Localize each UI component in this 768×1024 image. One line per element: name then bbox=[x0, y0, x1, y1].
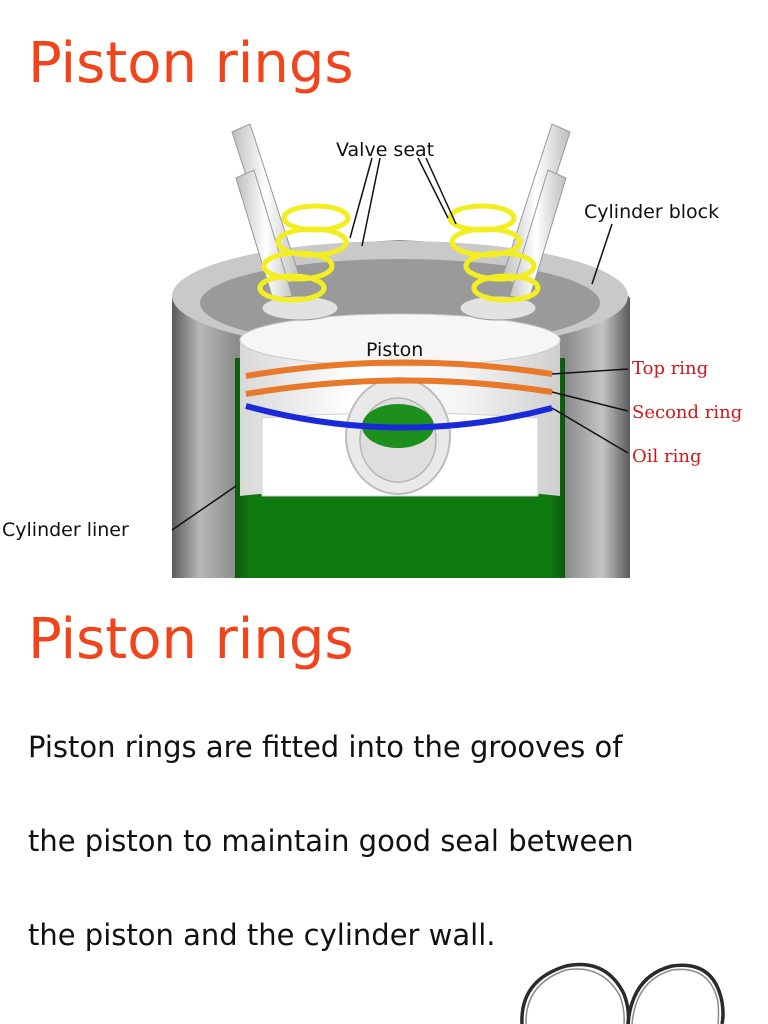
valve-springs bbox=[257, 203, 541, 303]
second-ring bbox=[245, 377, 553, 397]
leader-lines bbox=[171, 157, 629, 531]
piston-rings-photo bbox=[520, 962, 725, 1024]
body-text-line: Piston rings are fitted into the grooves… bbox=[28, 730, 623, 764]
piston-rings-diagram: Valve seat Cylinder block Piston Top rin… bbox=[2, 123, 742, 578]
label-second-ring: Second ring bbox=[632, 402, 742, 423]
slide-title: Piston rings bbox=[28, 31, 354, 96]
top-ring bbox=[245, 359, 553, 379]
label-top-ring: Top ring bbox=[632, 358, 708, 379]
piston bbox=[239, 313, 561, 497]
label-oil-ring: Oil ring bbox=[632, 446, 701, 467]
slide-title: Piston rings bbox=[28, 607, 354, 672]
body-text-line: the piston and the cylinder wall. bbox=[28, 918, 496, 952]
label-valve-seat: Valve seat bbox=[336, 139, 434, 161]
oil-ring bbox=[245, 403, 553, 431]
label-piston: Piston bbox=[366, 339, 423, 361]
body-text-line: the piston to maintain good seal between bbox=[28, 824, 634, 858]
label-cylinder-liner: Cylinder liner bbox=[2, 519, 129, 541]
label-cylinder-block: Cylinder block bbox=[584, 201, 719, 223]
